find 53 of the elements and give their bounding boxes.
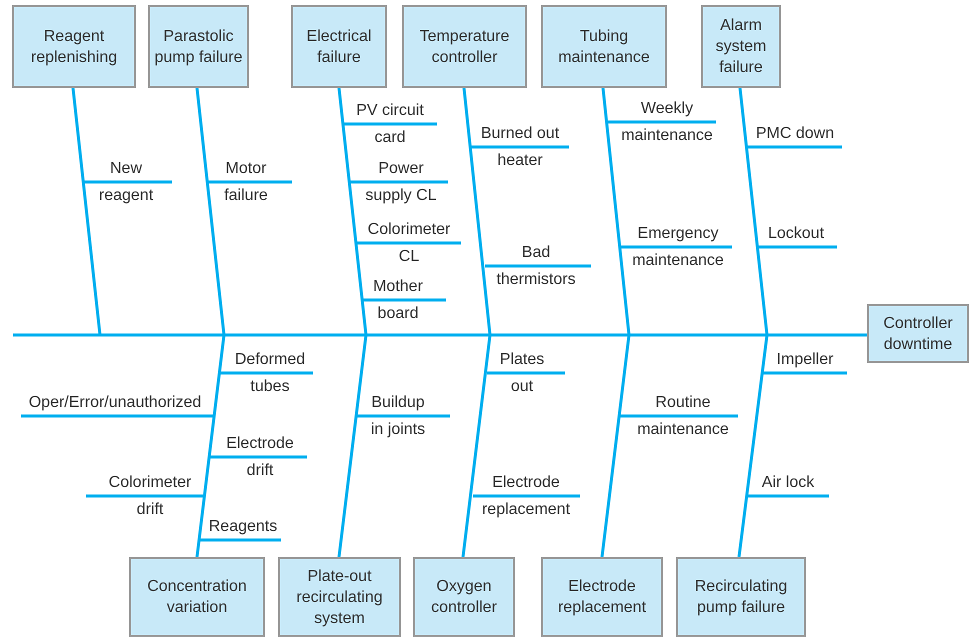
cause-label: drift (246, 461, 274, 481)
cause-label: Air lock (762, 473, 814, 493)
cause-label: PV circuit (356, 101, 424, 121)
cause-label: Emergency (638, 224, 718, 244)
category-box: Temperature controller (402, 5, 527, 88)
cause-label: in joints (370, 420, 426, 440)
cause-label: PMC down (756, 124, 834, 144)
cause-label: Burned out (480, 124, 560, 144)
cause-label: Buildup (371, 393, 425, 413)
category-box: Plate-out recirculating system (278, 557, 401, 637)
cause-label: CL (398, 247, 420, 267)
cause-label: New (110, 159, 142, 179)
cause-label: heater (497, 151, 543, 171)
cause-label: Reagents (208, 517, 278, 537)
cause-label: failure (224, 186, 268, 206)
cause-label: Electrode (492, 473, 560, 493)
cause-label: Routine (655, 393, 711, 413)
cause-label: card (374, 128, 406, 148)
cause-label: Bad (522, 243, 550, 263)
cause-label: Deformed (234, 350, 306, 370)
category-box: Concentration variation (129, 557, 265, 637)
cause-label: Plates (500, 350, 544, 370)
cause-label: Oper/Error/unauthorized (28, 393, 202, 413)
cause-label: supply CL (365, 186, 437, 206)
bone-line (738, 334, 867, 558)
cause-label: Weekly (640, 99, 694, 119)
category-box: Electrode replacement (541, 557, 663, 637)
cause-label: thermistors (496, 270, 576, 290)
cause-label: Mother (373, 277, 423, 297)
cause-label: maintenance (621, 126, 713, 146)
cause-label: Electrode (226, 434, 294, 454)
cause-label: board (378, 304, 418, 324)
category-box: Recirculating pump failure (676, 557, 806, 637)
category-box: Electrical failure (291, 5, 387, 88)
category-box: Parastolic pump failure (148, 5, 249, 88)
cause-label: maintenance (637, 420, 729, 440)
cause-label: Colorimeter (368, 220, 450, 240)
category-box: Alarm system failure (701, 5, 781, 88)
cause-label: Power (378, 159, 424, 179)
category-box: Oxygen controller (413, 557, 515, 637)
cause-label: Motor (226, 159, 266, 179)
cause-label: drift (136, 500, 164, 520)
category-box: Tubing maintenance (541, 5, 667, 88)
cause-label: Impeller (776, 350, 834, 370)
category-box: Controller downtime (867, 304, 969, 363)
cause-label: out (510, 377, 534, 397)
category-box: Reagent replenishing (12, 5, 136, 88)
cause-label: replacement (482, 500, 570, 520)
cause-label: Colorimeter (108, 473, 192, 493)
cause-label: tubes (250, 377, 290, 397)
cause-label: Lockout (768, 224, 824, 244)
cause-label: maintenance (632, 251, 724, 271)
cause-label: reagent (98, 186, 154, 206)
